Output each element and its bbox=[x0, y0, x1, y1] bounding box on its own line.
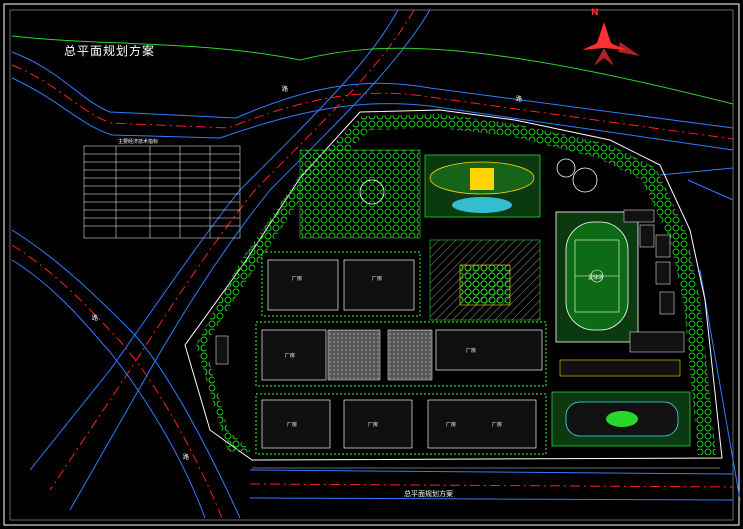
plan-caption: 总平面规划方案 bbox=[404, 490, 453, 498]
factory-building bbox=[343, 259, 415, 311]
factory-courtyard bbox=[387, 329, 433, 381]
table-title: 主要经济技术指标 bbox=[118, 139, 159, 145]
entry-plaza-center bbox=[459, 264, 511, 306]
factory-building bbox=[267, 259, 339, 311]
road-edge bbox=[11, 77, 734, 151]
pavilion bbox=[572, 167, 598, 193]
gate-house bbox=[215, 335, 229, 365]
green-border bbox=[255, 393, 547, 455]
road-edge bbox=[11, 259, 206, 519]
building-label: 厂房 bbox=[285, 352, 295, 359]
road-centerline bbox=[49, 9, 415, 491]
fountain bbox=[452, 197, 512, 213]
factory-buildings bbox=[255, 251, 547, 455]
building-label: 厂房 bbox=[292, 275, 302, 282]
building-label: 厂房 bbox=[368, 421, 378, 428]
factory-courtyard bbox=[327, 329, 381, 381]
green-boundary bbox=[11, 35, 734, 105]
pavilion bbox=[359, 179, 385, 205]
road-edge bbox=[699, 269, 741, 501]
road-centerline bbox=[11, 244, 223, 519]
main-building-cluster bbox=[424, 154, 541, 321]
east-buildings bbox=[623, 209, 685, 353]
pavilion bbox=[556, 158, 576, 178]
south-east-complex bbox=[551, 359, 691, 447]
road-edge bbox=[11, 51, 734, 129]
drawing-frame-inner bbox=[9, 9, 734, 521]
page-title: 总平面规划方案 bbox=[64, 44, 156, 58]
road-label: 路 bbox=[282, 86, 289, 93]
road-label: 路 bbox=[516, 96, 523, 103]
building-label: 厂房 bbox=[492, 421, 502, 428]
green-border bbox=[261, 251, 421, 317]
green-border bbox=[255, 321, 547, 387]
road-centerline bbox=[249, 483, 734, 488]
factory-labels: 厂房 厂房 厂房 厂房 厂房 厂房 厂房 厂房 足球场 bbox=[285, 274, 603, 428]
factory-building bbox=[261, 329, 327, 381]
road-edge bbox=[249, 497, 734, 501]
road-label: 路 bbox=[92, 315, 99, 322]
factory-building bbox=[435, 329, 543, 371]
north-arrow-icon bbox=[582, 22, 640, 66]
building-label: 厂房 bbox=[446, 421, 456, 428]
factory-building bbox=[427, 399, 537, 449]
road-centerline bbox=[11, 64, 734, 140]
road-edge bbox=[249, 469, 734, 475]
road-edge bbox=[69, 9, 431, 511]
road-edge bbox=[687, 179, 734, 201]
drawing-frame bbox=[3, 3, 740, 526]
north-label: N bbox=[591, 8, 599, 18]
road-label: 路 bbox=[183, 454, 190, 461]
building-label: 厂房 bbox=[287, 421, 297, 428]
indicator-table bbox=[83, 145, 241, 239]
factory-building bbox=[261, 399, 331, 449]
building-label: 厂房 bbox=[372, 275, 382, 282]
road-edge bbox=[11, 229, 241, 519]
field-label: 足球场 bbox=[588, 274, 603, 281]
sports-field bbox=[555, 211, 639, 343]
main-building-core bbox=[470, 168, 494, 190]
building-label: 厂房 bbox=[466, 347, 476, 354]
road-edge bbox=[659, 167, 734, 176]
factory-building bbox=[343, 399, 413, 449]
